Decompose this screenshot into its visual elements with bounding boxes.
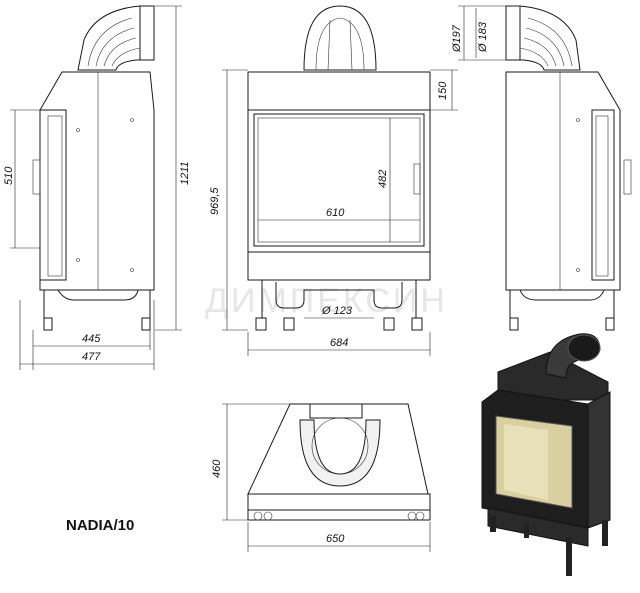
dim-flue-diameter: Ø 123	[321, 305, 353, 317]
dim-front-height: 969,5	[209, 187, 221, 215]
render-side	[587, 391, 611, 529]
left-door	[39, 109, 67, 281]
dim-glass-height: 482	[377, 170, 389, 188]
top-dimensions: 460 650	[211, 403, 431, 552]
dim-side-door-height: 510	[3, 166, 15, 185]
dim-side-depth: 445	[82, 333, 101, 345]
dim-front-top: 150	[437, 81, 449, 100]
dim-top-width: 650	[326, 533, 345, 545]
left-handle	[32, 159, 41, 195]
right-flue-collar	[505, 5, 521, 61]
front-view	[247, 5, 431, 331]
left-dimensions: 510 1211 445 477	[3, 5, 191, 370]
front-dimensions: 969,5 150 610 482 Ø 123 684	[209, 69, 458, 356]
dim-side-depth-total: 477	[82, 351, 101, 363]
dim-top-depth: 460	[211, 459, 223, 478]
fireplace-render	[481, 333, 611, 576]
dim-front-width: 684	[330, 337, 348, 349]
dim-flue-outer: Ø197	[451, 24, 463, 53]
left-flue-collar	[139, 5, 155, 61]
top-flue-ring	[299, 419, 381, 487]
model-title: NADIA/10	[66, 517, 134, 534]
watermark: ДИМПЕКСИН	[205, 282, 448, 320]
top-flue-neck	[309, 403, 363, 419]
front-handle	[413, 163, 421, 195]
left-side-view	[32, 5, 155, 331]
render-base	[487, 507, 589, 547]
right-handle	[623, 159, 632, 195]
front-glass-frame	[253, 113, 425, 247]
top-view	[247, 403, 431, 521]
dim-side-height-total: 1211	[179, 161, 191, 185]
right-side-view	[505, 5, 632, 331]
right-dimensions: Ø197 Ø 183	[451, 5, 506, 61]
front-flue-dome	[303, 5, 377, 71]
front-ashbox	[247, 251, 431, 281]
right-door	[591, 109, 615, 281]
top-front-edge	[247, 493, 431, 511]
dim-glass-width: 610	[326, 207, 345, 219]
dim-flue-inner: Ø 183	[477, 21, 489, 53]
